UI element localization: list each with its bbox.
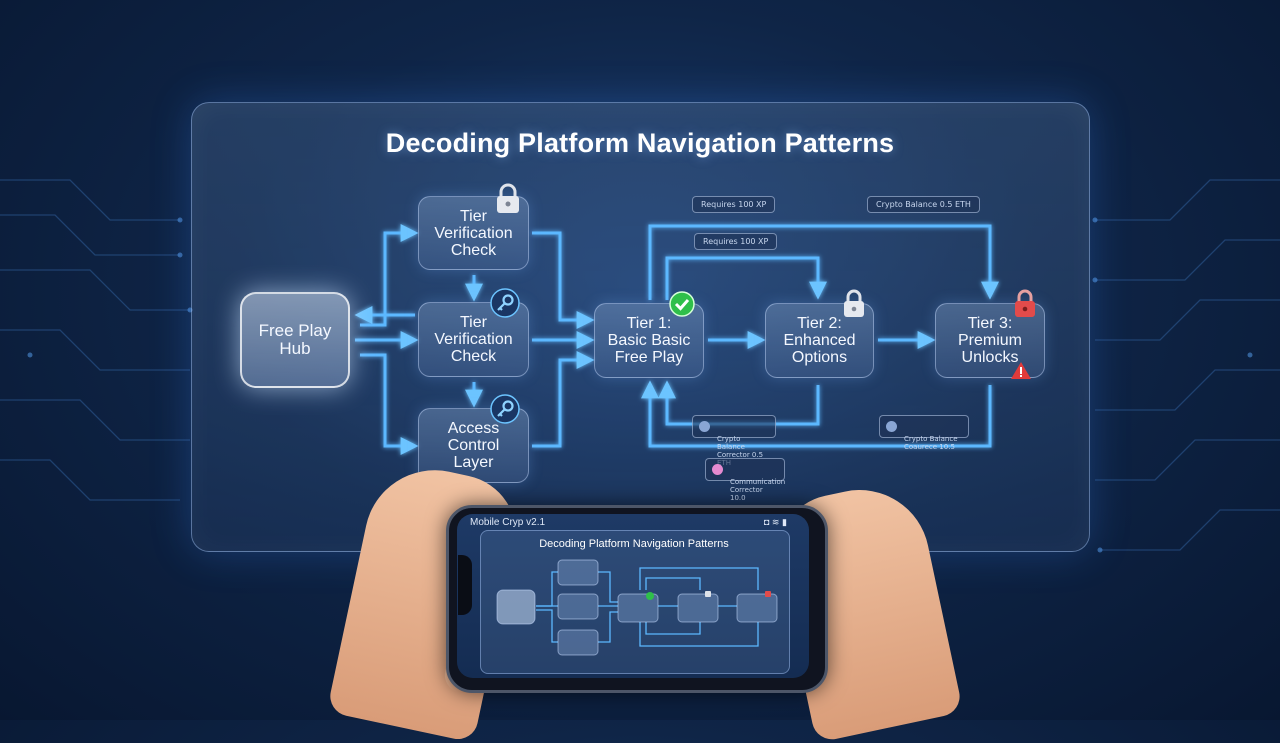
requires-xp-label-mid: Requires 100 XP xyxy=(694,233,778,250)
check-icon xyxy=(669,291,695,317)
tier1-node[interactable]: Tier 1: Basic Basic Free Play xyxy=(594,303,704,378)
crypto-balance-label-bottom-right: Crypto Balance Coaurece 10.5 xyxy=(879,415,969,451)
lock-red-icon xyxy=(1015,289,1035,317)
diagram-title: Decoding Platform Navigation Patterns xyxy=(385,128,895,158)
phone-screen-title: Decoding Platform Navigation Patterns xyxy=(539,538,729,550)
arrow-hub-to-bottom xyxy=(360,353,419,455)
warning-icon xyxy=(1011,362,1031,379)
communication-label-bottom: Communication Corrector 10.0 xyxy=(705,458,785,502)
requires-xp-label-top: Requires 100 XP xyxy=(692,196,776,213)
arrow-tier1-to-tier2-top xyxy=(665,256,827,300)
lock-icon xyxy=(497,183,519,213)
phone-notch xyxy=(458,555,472,615)
arrow-bottom-to-tier1 xyxy=(532,351,595,448)
arrow-hub-to-top xyxy=(360,224,419,327)
arrow-top-to-tier1 xyxy=(532,231,595,329)
lock-icon xyxy=(844,289,864,317)
arrow-tier1-to-tier3-top xyxy=(648,224,999,300)
crypto-balance-label-top: Crypto Balance 0.5 ETH xyxy=(867,196,980,213)
free-play-hub[interactable]: Free Play Hub xyxy=(240,292,350,388)
phone-mini-diagram xyxy=(496,559,778,656)
user-icon xyxy=(699,421,710,432)
key-icon xyxy=(490,394,520,424)
avatar-icon xyxy=(712,464,723,475)
crypto-balance-label-bottom-left: Crypto Balance Corrector 0.5 ETH xyxy=(692,415,776,467)
circuit-background xyxy=(0,179,1280,553)
arrow-tier3-to-tier1-bottom xyxy=(641,380,992,448)
crypto-balance-text: Crypto Balance Coaurece 10.5 xyxy=(904,435,958,451)
key-icon xyxy=(490,288,520,318)
phone-status-icons: ◘ ≋ ▮ xyxy=(764,517,787,527)
communication-text: Communication Corrector 10.0 xyxy=(730,478,786,502)
user-icon xyxy=(886,421,897,432)
flow-arrows xyxy=(354,224,999,455)
phone-status-title: Mobile Cryp v2.1 xyxy=(470,517,546,528)
